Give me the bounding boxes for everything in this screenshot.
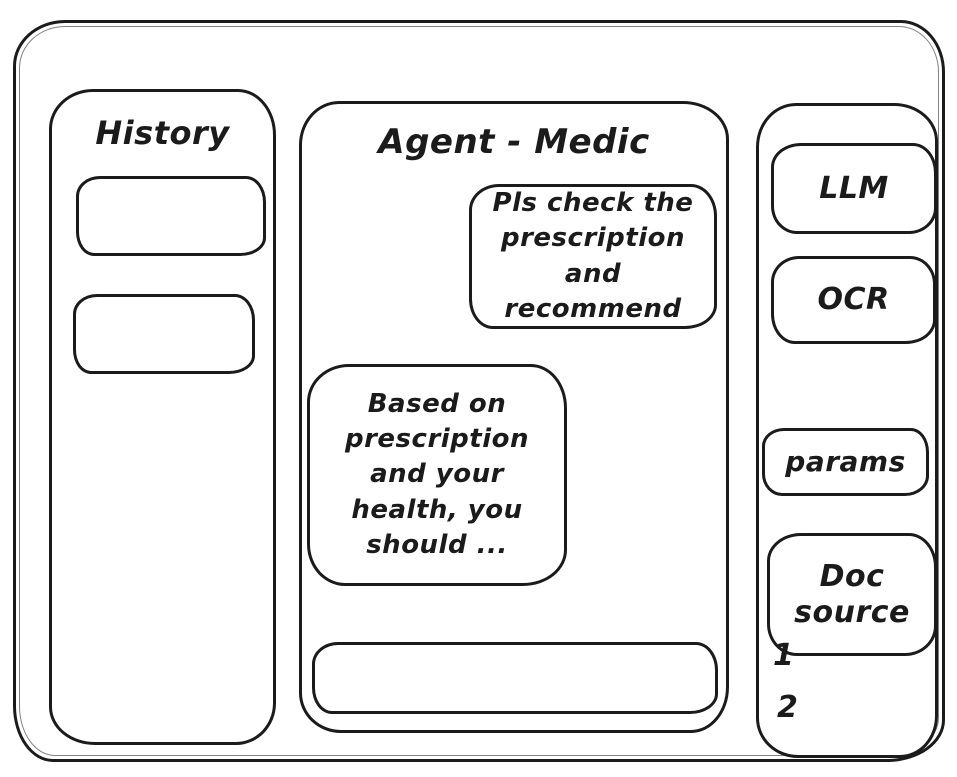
assistant-message-bubble: Based on prescription and your health, y… [307, 364, 567, 586]
history-item[interactable] [76, 176, 266, 256]
window-frame: History Agent - Medic Pls check the pres… [13, 20, 945, 762]
user-message-text: Pls check the prescription and recommend [492, 188, 694, 324]
params-button-label: params [785, 445, 906, 479]
page-title: Agent - Medic [378, 122, 650, 162]
ocr-button-label: OCR [817, 282, 890, 317]
history-sidebar: History [49, 89, 276, 745]
llm-button-label: LLM [819, 170, 889, 206]
assistant-message-text: Based on prescription and your health, y… [344, 389, 529, 560]
chat-panel: Agent - Medic Pls check the prescription… [299, 101, 729, 733]
doc-source-button[interactable]: Doc source [767, 533, 937, 656]
llm-button[interactable]: LLM [771, 143, 937, 234]
user-message-bubble: Pls check the prescription and recommend [469, 184, 717, 329]
doc-source-item-2[interactable]: 2 [777, 690, 799, 725]
doc-source-button-label: Doc source [794, 558, 910, 630]
history-title: History [95, 114, 230, 152]
doc-source-item-1[interactable]: 1 [773, 638, 795, 673]
params-button[interactable]: params [762, 428, 929, 496]
history-item[interactable] [73, 294, 255, 374]
ocr-button[interactable]: OCR [771, 256, 936, 344]
chat-input[interactable] [312, 642, 718, 714]
tools-sidebar: LLM OCR params Doc source 1 2 [756, 103, 938, 758]
